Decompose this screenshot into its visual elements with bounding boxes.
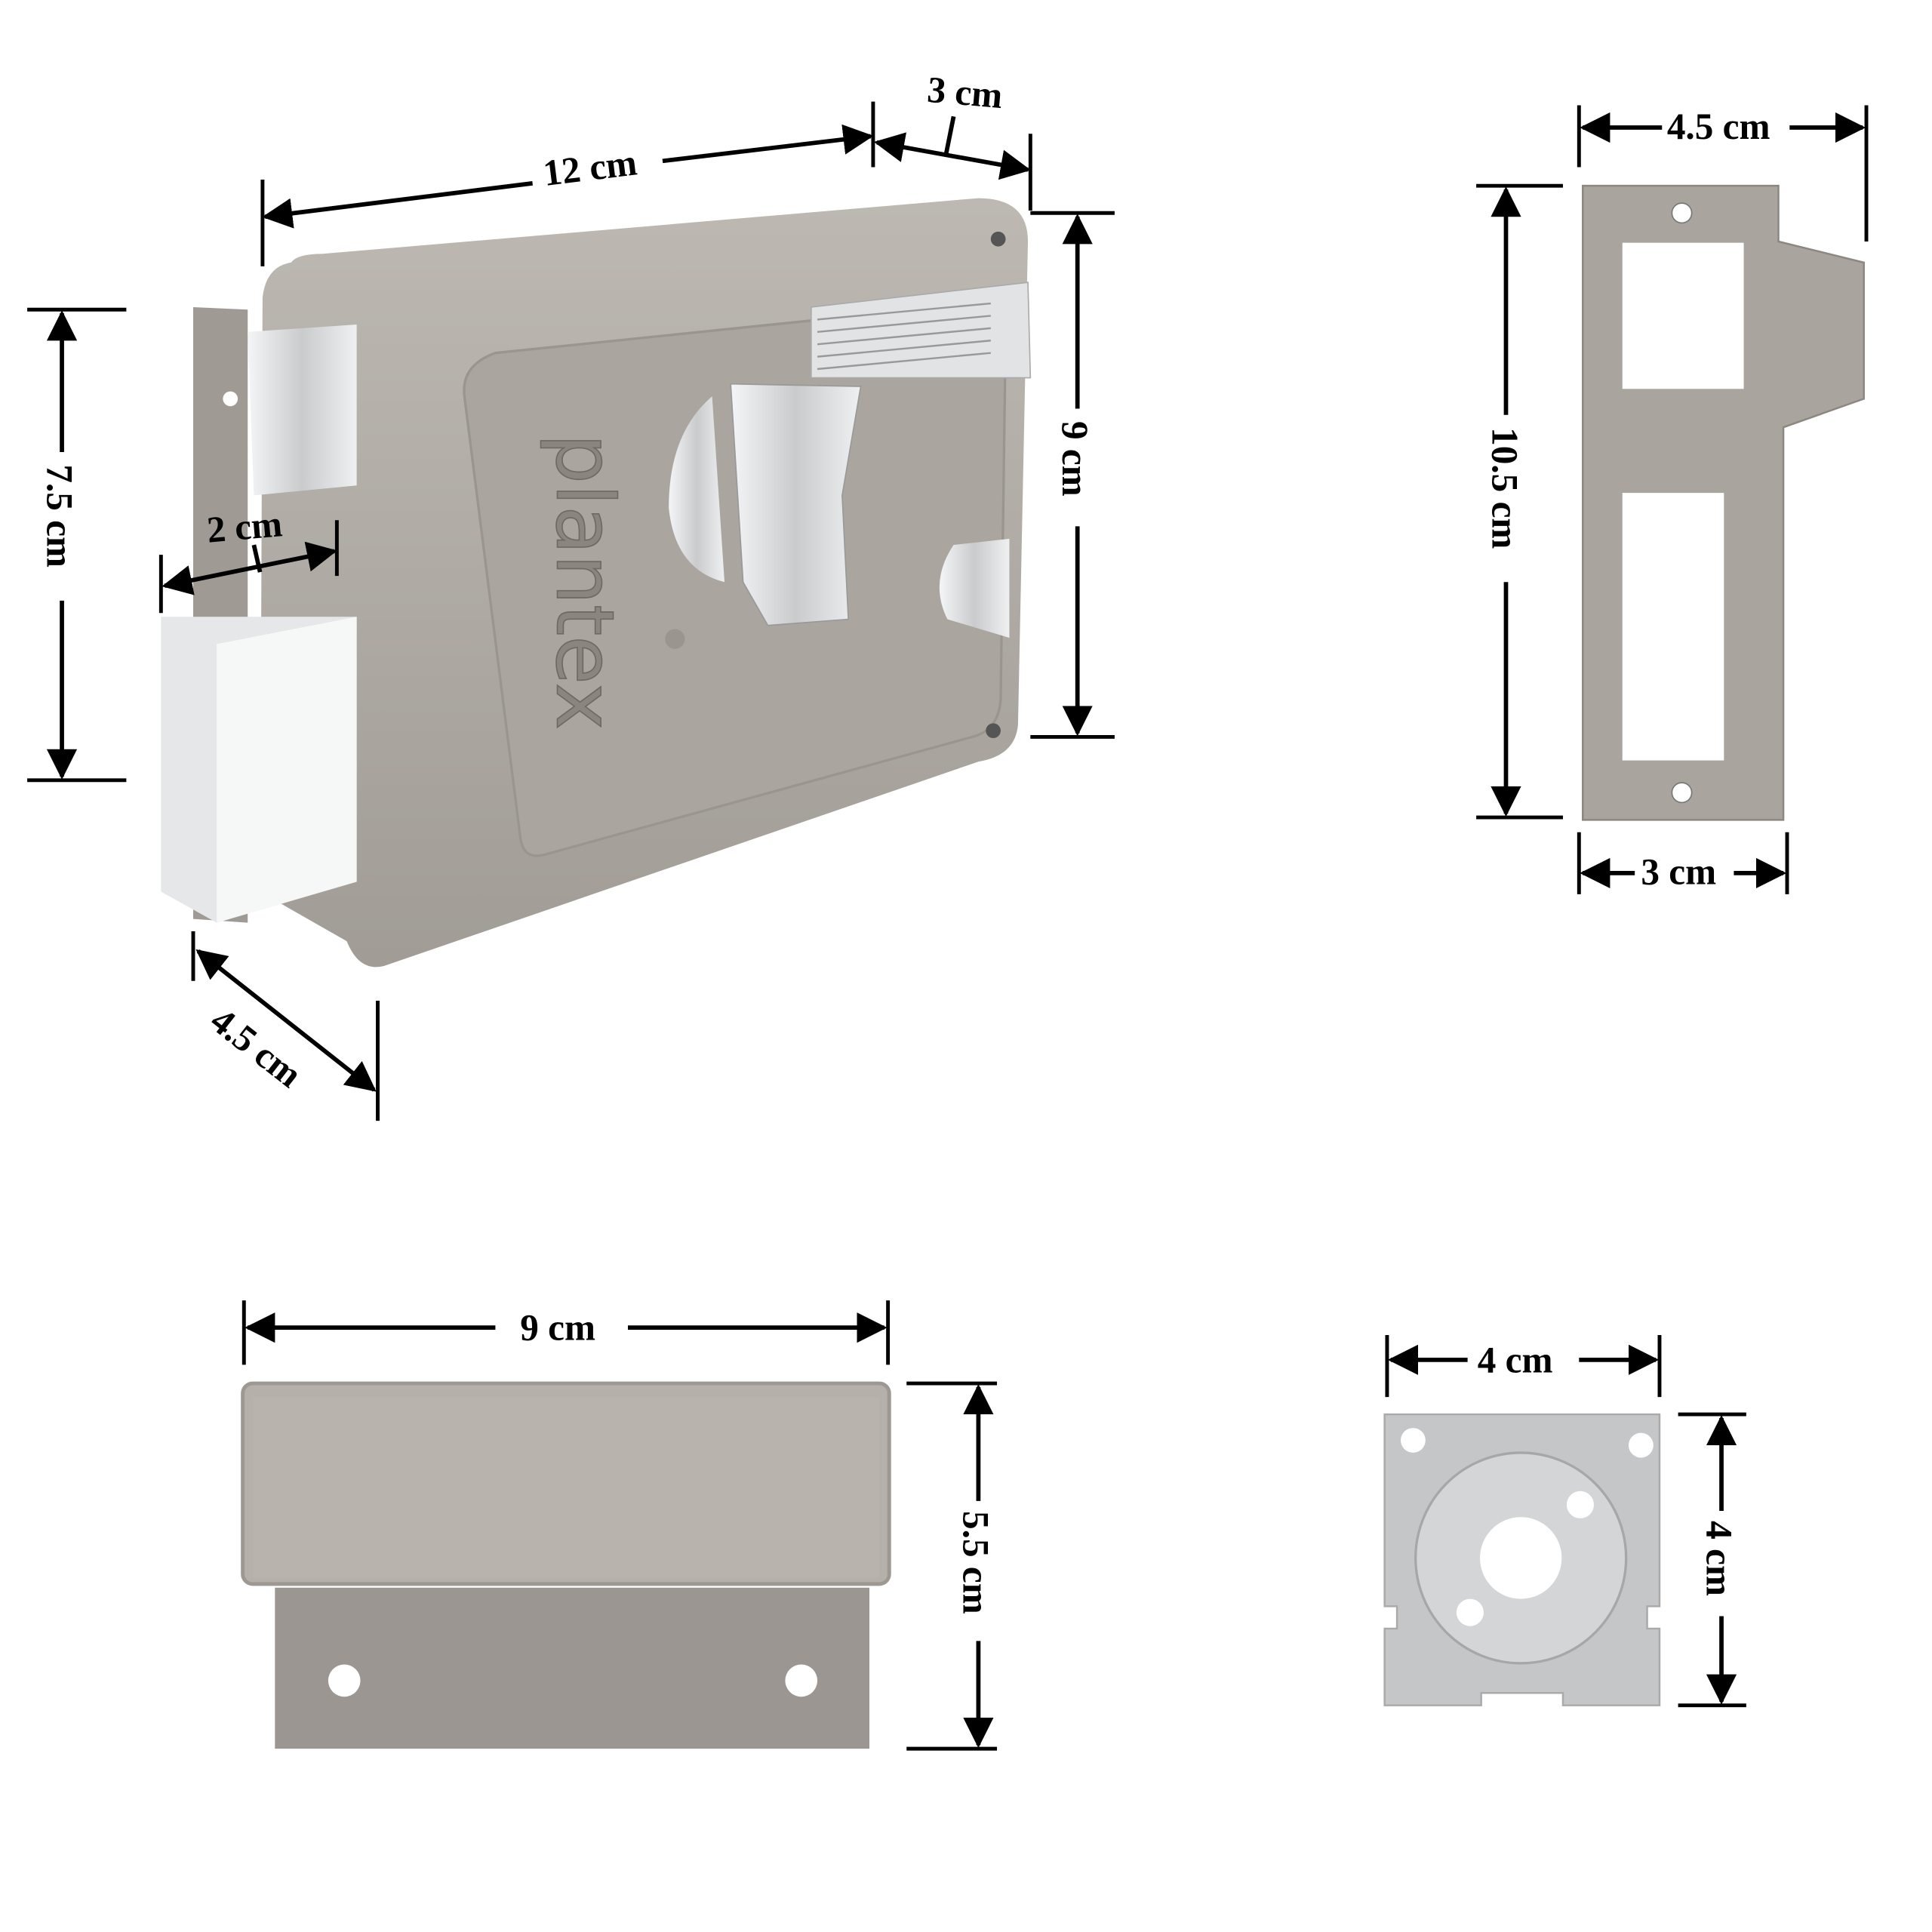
small-knob (939, 538, 1010, 638)
depth-label: 3 cm (926, 69, 1004, 116)
dead-bolt-side (217, 617, 357, 923)
indicator-dot (665, 629, 685, 649)
grip-ridges-icon (817, 302, 991, 371)
striker-slot-top (1622, 242, 1744, 389)
striker-slot-bottom (1622, 493, 1724, 761)
keeper (241, 1381, 891, 1749)
striker-dimensions: 4.5 cm 10.5 cm 3 cm (1476, 105, 1869, 894)
cylinder-corner-hole-left (1401, 1428, 1426, 1453)
striker-hole-top (1671, 202, 1693, 224)
base-depth-label: 4.5 cm (203, 999, 310, 1095)
striker-bottom-width-label: 3 cm (1641, 851, 1716, 893)
side-height-label: 7.5 cm (38, 464, 80, 568)
striker-plate (1582, 184, 1865, 821)
cylinder-dimensions: 4 cm 4 cm (1385, 1335, 1746, 1708)
turn-handle (730, 383, 862, 626)
keeper-height-label: 5.5 cm (955, 1511, 997, 1614)
lock-body: plantex (161, 198, 1032, 968)
striker-height-label: 10.5 cm (1484, 427, 1525, 549)
bolt-arrow (162, 541, 338, 595)
depth-arrow (873, 132, 1032, 180)
keeper-dimensions: 9 cm 5.5 cm (242, 1300, 998, 1751)
screw-hole-bottom (986, 723, 1001, 739)
brand-logo: plantex (538, 433, 630, 730)
width-arrow (262, 181, 533, 229)
cylinder-corner-hole-right (1628, 1432, 1654, 1458)
cylinder-center-hole (1480, 1517, 1562, 1599)
striker-hole-bottom (1671, 782, 1693, 804)
latch-bolt (248, 324, 357, 496)
flange-hole (223, 391, 238, 407)
cylinder-hole-a (1566, 1491, 1594, 1518)
cylinder-plate (1383, 1413, 1661, 1706)
screw-hole-top (990, 231, 1006, 247)
height-label: 9 cm (1054, 421, 1096, 497)
cylinder-hole-b (1456, 1598, 1484, 1626)
keeper-width-label: 9 cm (520, 1307, 595, 1349)
cylinder-height-label: 4 cm (1698, 1521, 1740, 1596)
base-depth-arrow (195, 949, 377, 1092)
keeper-hole-left (328, 1664, 361, 1697)
striker-top-width-label: 4.5 cm (1667, 106, 1770, 147)
width-label: 12 cm (541, 141, 639, 194)
bolt-label: 2 cm (205, 503, 284, 550)
cylinder-knob (669, 396, 724, 583)
keeper-hole-right (785, 1664, 818, 1697)
cylinder-width-label: 4 cm (1478, 1339, 1553, 1380)
